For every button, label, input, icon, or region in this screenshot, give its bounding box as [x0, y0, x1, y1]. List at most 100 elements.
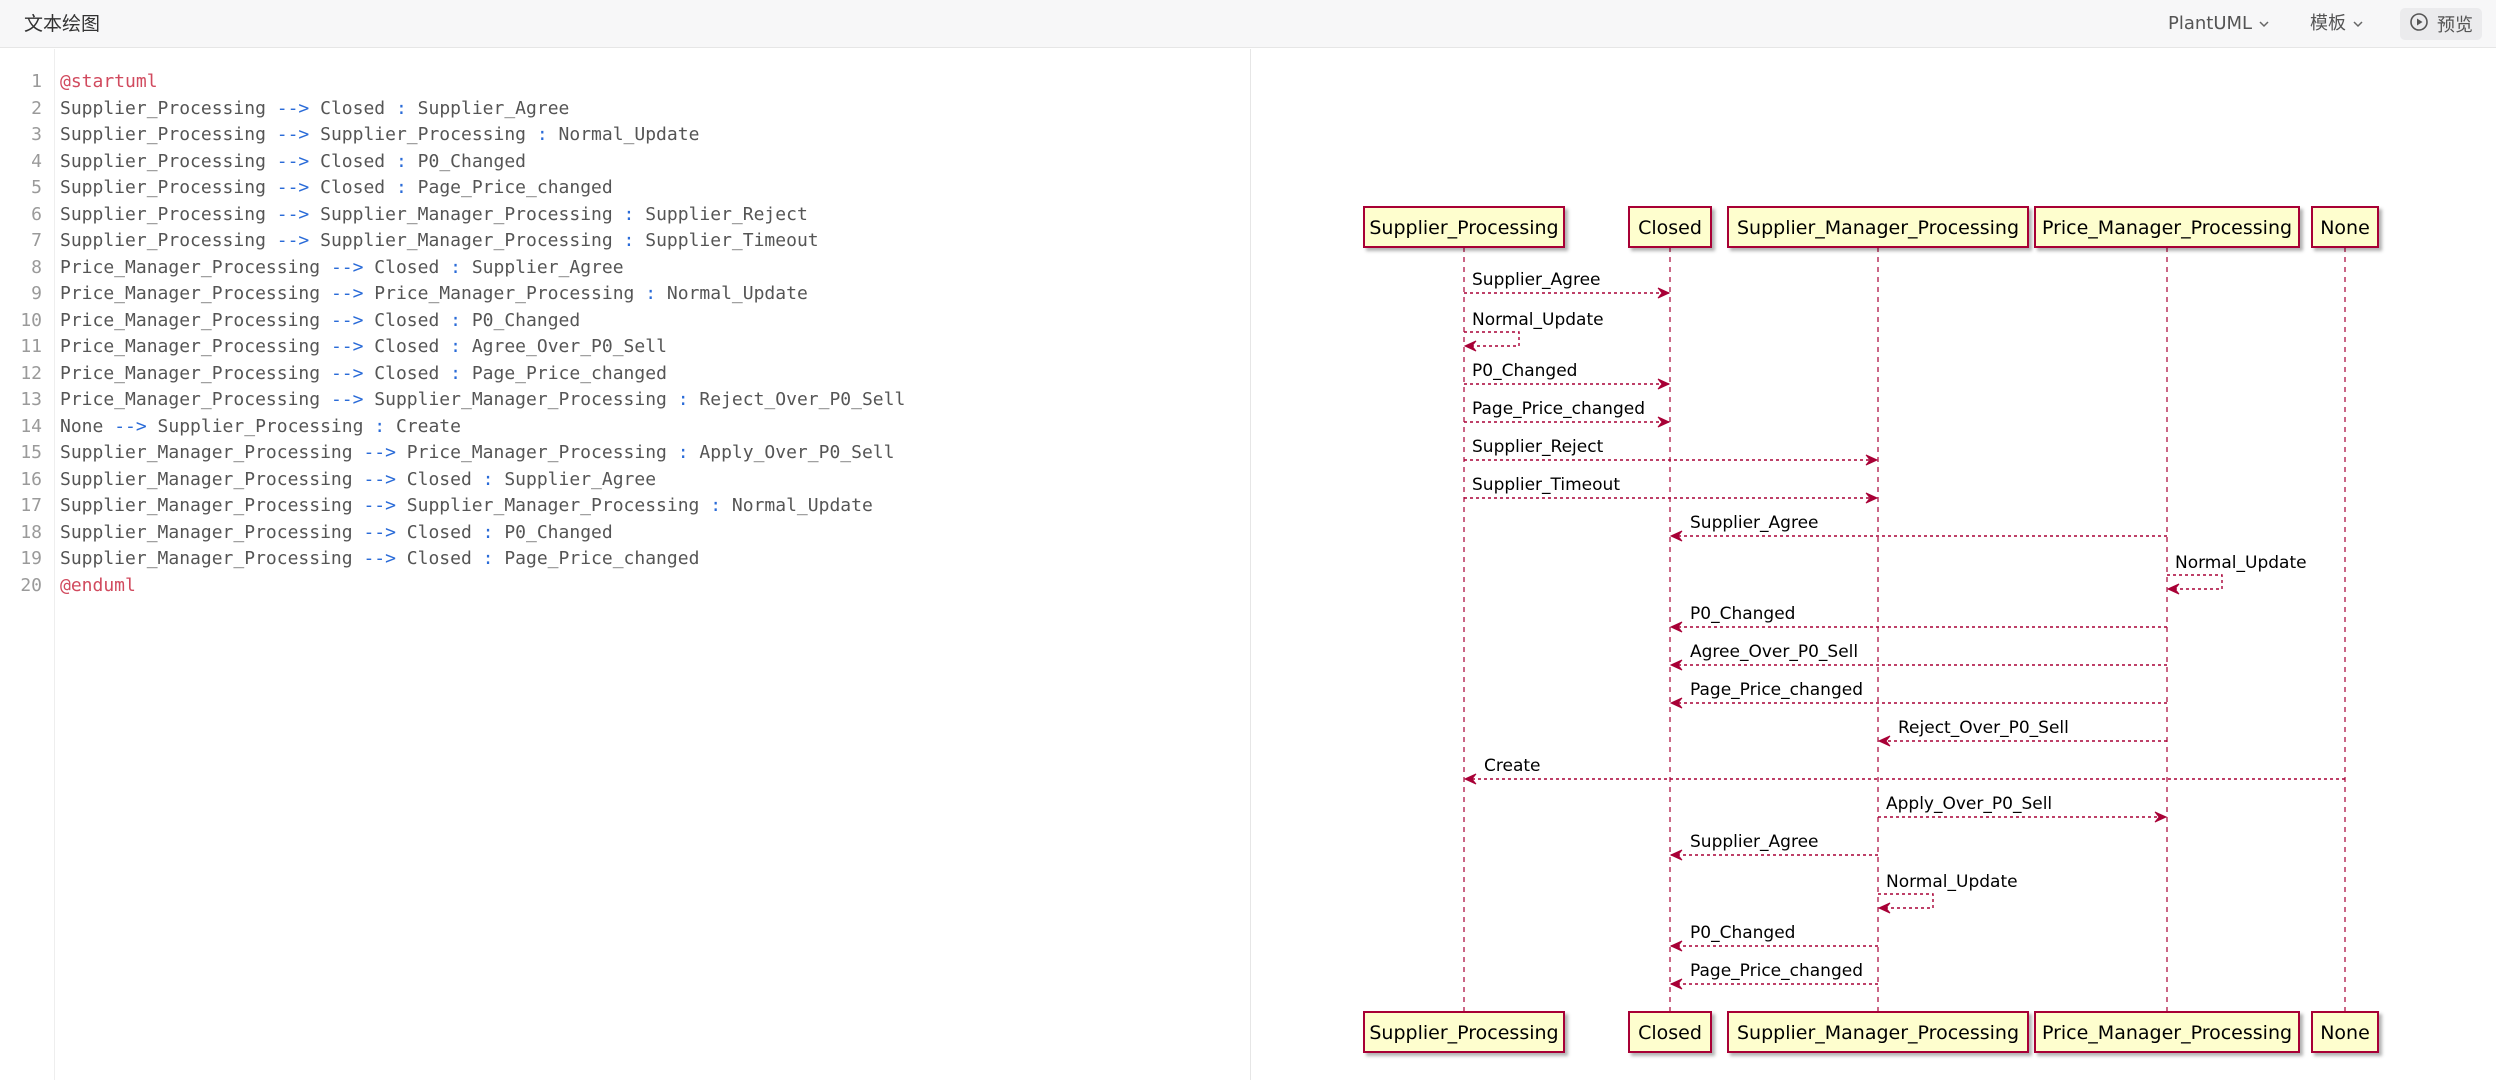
template-select[interactable]: 模板 [2310, 10, 2364, 38]
line-number: 2 [31, 97, 42, 119]
message-arrow: Create [1463, 756, 2345, 785]
message-label: Page_Price_changed [1690, 680, 1863, 700]
code-line: 7 Supplier_Processing --> Supplier_Manage… [0, 228, 1250, 255]
participant-label: Closed [1638, 1022, 1702, 1044]
code-text: Price_Manager_Processing --> Closed : Ag… [60, 336, 667, 357]
play-circle-icon [2409, 12, 2429, 37]
message-label: Normal_Update [1472, 310, 1604, 330]
message-arrow: Supplier_Agree [1669, 513, 2167, 542]
line-number: 10 [20, 309, 42, 331]
participant-label: Supplier_Processing [1369, 217, 1558, 239]
line-number-gutter [0, 49, 55, 1080]
code-text: @startuml [60, 71, 158, 92]
code-line: 20 @enduml [0, 573, 1250, 600]
message-label: Create [1484, 756, 1541, 776]
participant-box: Price_Manager_Processing [2034, 1011, 2300, 1053]
code-text: Price_Manager_Processing --> Price_Manag… [60, 283, 808, 304]
line-number: 18 [20, 521, 42, 543]
code-line: 13 Price_Manager_Processing --> Supplier_… [0, 387, 1250, 414]
line-number: 13 [20, 389, 42, 410]
message-arrow: P0_Changed [1669, 604, 2167, 633]
code-text: Supplier_Manager_Processing --> Price_Ma… [60, 442, 895, 463]
line-number: 17 [20, 495, 42, 516]
message-arrow: Supplier_Reject [1464, 437, 1879, 466]
message-label: P0_Changed [1690, 604, 1795, 624]
line-number: 6 [31, 203, 42, 225]
message-label: Agree_Over_P0_Sell [1690, 642, 1858, 662]
preview-button[interactable]: 预览 [2400, 8, 2482, 40]
code-text: Supplier_Processing --> Closed : Page_Pr… [60, 177, 613, 198]
message-label: Supplier_Timeout [1472, 475, 1620, 495]
participant-box: Closed [1628, 206, 1712, 248]
code-line: 10 Price_Manager_Processing --> Closed : … [0, 308, 1250, 335]
code-text: Supplier_Processing --> Supplier_Manager… [60, 203, 808, 225]
message-label: Supplier_Agree [1690, 513, 1819, 533]
participant-label: Supplier_Manager_Processing [1737, 1022, 2019, 1044]
participant-label: Supplier_Manager_Processing [1737, 217, 2019, 239]
message-arrow: Supplier_Agree [1669, 832, 1878, 861]
participant-box: None [2311, 206, 2379, 248]
participant-label: Price_Manager_Processing [2042, 1022, 2292, 1044]
line-number: 12 [20, 362, 42, 384]
message-label: Apply_Over_P0_Sell [1886, 794, 2052, 814]
line-number: 15 [20, 442, 42, 463]
message-label: Page_Price_changed [1472, 399, 1645, 419]
chevron-down-icon [2258, 18, 2270, 30]
message-label: Normal_Update [1886, 872, 2018, 892]
code-line: 9 Price_Manager_Processing --> Price_Mana… [0, 281, 1250, 308]
code-text: Supplier_Processing --> Closed : Supplie… [60, 97, 570, 119]
code-text: Price_Manager_Processing --> Supplier_Ma… [60, 389, 906, 410]
line-number: 7 [31, 230, 42, 251]
line-number: 14 [20, 415, 42, 437]
code-text: Supplier_Manager_Processing --> Closed :… [60, 521, 613, 543]
message-label: P0_Changed [1690, 923, 1795, 943]
participant-box: Price_Manager_Processing [2034, 206, 2300, 248]
chevron-down-icon [2352, 18, 2364, 30]
message-arrow: P0_Changed [1464, 361, 1671, 390]
preview-button-label: 预览 [2437, 15, 2473, 36]
template-select-label: 模板 [2310, 13, 2346, 34]
participant-box: Closed [1628, 1011, 1712, 1053]
code-line: 14 None --> Supplier_Processing : Create [0, 414, 1250, 441]
participant-label: Supplier_Processing [1369, 1022, 1558, 1044]
line-number: 1 [31, 71, 42, 92]
message-arrow: Supplier_Agree [1464, 270, 1671, 299]
line-number: 19 [20, 548, 42, 569]
line-number: 3 [31, 124, 42, 145]
line-number: 20 [20, 574, 42, 596]
code-line: 6 Supplier_Processing --> Supplier_Manage… [0, 202, 1250, 229]
participant-box: Supplier_Manager_Processing [1727, 1011, 2029, 1053]
message-arrow: Apply_Over_P0_Sell [1878, 794, 2168, 823]
line-number: 4 [31, 150, 42, 172]
code-text: Price_Manager_Processing --> Closed : P0… [60, 309, 581, 331]
app-title: 文本绘图 [24, 13, 101, 35]
message-arrow: Reject_Over_P0_Sell [1877, 718, 2167, 747]
message-label: Normal_Update [2175, 553, 2307, 573]
participant-label: None [2320, 1022, 2370, 1044]
code-text: None --> Supplier_Processing : Create [60, 415, 461, 437]
message-arrow: Page_Price_changed [1669, 680, 2167, 709]
participant-box: None [2311, 1011, 2379, 1053]
line-number: 16 [20, 468, 42, 490]
line-number: 9 [31, 283, 42, 304]
code-text: Supplier_Processing --> Supplier_Manager… [60, 230, 819, 251]
code-text: @enduml [60, 574, 136, 596]
message-arrow: Supplier_Timeout [1464, 475, 1879, 504]
message-label: Supplier_Reject [1472, 437, 1604, 457]
code-line: 4 Supplier_Processing --> Closed : P0_Cha… [0, 149, 1250, 176]
language-select[interactable]: PlantUML [2168, 10, 2270, 38]
message-label: Supplier_Agree [1472, 270, 1601, 290]
top-bar: 文本绘图 PlantUML 模板 预览 [0, 0, 2496, 48]
participant-label: None [2320, 217, 2370, 239]
participant-label: Closed [1638, 217, 1702, 239]
code-text: Supplier_Processing --> Closed : P0_Chan… [60, 150, 527, 172]
code-line: 2 Supplier_Processing --> Closed : Suppli… [0, 96, 1250, 123]
